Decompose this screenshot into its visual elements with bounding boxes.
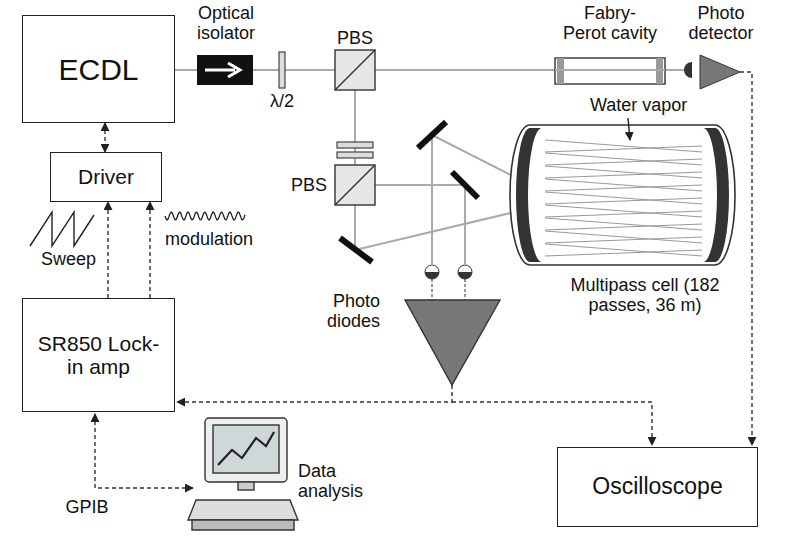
fabry-perot-cavity — [555, 58, 665, 84]
cell-rays — [545, 218, 702, 230]
signal-wire — [95, 414, 193, 488]
block-box: Driver — [50, 152, 162, 202]
cell-rays — [545, 224, 702, 230]
photo-detector — [684, 62, 692, 78]
part-label: PBS — [333, 29, 377, 49]
cell-rays — [545, 140, 702, 152]
cell-rays — [545, 159, 702, 165]
signal-wire — [95, 72, 752, 488]
computer — [192, 520, 294, 530]
multipass-cell — [516, 128, 542, 262]
polarizing-beam-splitter — [335, 50, 375, 90]
control-connector — [149, 202, 150, 298]
mirror — [418, 122, 446, 148]
photo-detector — [700, 55, 740, 89]
optical-isolator — [205, 63, 240, 77]
photo-diode — [458, 272, 472, 279]
part-label: Photo diodes — [300, 292, 380, 332]
computer — [218, 432, 274, 465]
signal-wire — [177, 385, 452, 402]
signal-wire — [740, 72, 752, 445]
photo-diode — [465, 279, 466, 300]
computer — [238, 482, 254, 490]
part-label: Sweep — [36, 250, 96, 270]
cell-rays — [545, 237, 702, 243]
photo-diode — [432, 279, 433, 300]
mirror — [452, 172, 478, 198]
cell-rays — [545, 244, 702, 256]
part-label: modulation — [165, 230, 265, 250]
computer — [205, 418, 287, 482]
computer — [188, 500, 298, 520]
sweep-waveform — [30, 212, 94, 246]
part-label: Water vapor — [590, 96, 700, 116]
part-label: Multipass cell (182 passes, 36 m) — [545, 276, 745, 316]
part-label: λ/2 — [262, 92, 302, 112]
multipass-cell — [703, 128, 729, 262]
photo-diode — [425, 272, 439, 279]
half-wave-plate — [279, 52, 285, 88]
optical-isolator — [197, 55, 253, 85]
photo-diode — [425, 265, 472, 300]
multipass-cell — [510, 125, 735, 265]
leader-line — [628, 118, 630, 140]
block-box: ECDL — [22, 15, 175, 123]
fabry-perot-cavity — [555, 58, 665, 84]
half-wave-plate — [337, 152, 373, 158]
photo-diode — [458, 265, 472, 279]
part-label: Optical isolator — [180, 4, 272, 44]
amplifier — [405, 300, 500, 385]
control-connector — [104, 123, 105, 152]
laser-beam — [375, 184, 465, 186]
block-label: SR850 Lock-in amp — [32, 332, 165, 378]
block-box: SR850 Lock-in amp — [22, 298, 175, 412]
amplifier — [405, 300, 500, 385]
part-label: Fabry-Perot cavity — [545, 4, 675, 44]
cell-rays — [545, 179, 702, 191]
modulation-waveform — [165, 212, 245, 220]
cell-rays — [545, 153, 702, 165]
polarizing-beam-splitter — [335, 50, 375, 205]
fabry-perot-cavity — [555, 69, 665, 71]
optical-isolator — [197, 55, 253, 85]
modulation-waveform — [165, 212, 245, 220]
cell-rays — [545, 185, 702, 191]
cell-rays — [545, 211, 702, 217]
part-label: Photo detector — [676, 4, 766, 44]
half-wave-plate — [337, 142, 373, 148]
computer — [213, 425, 279, 473]
sweep-waveform — [30, 212, 94, 246]
laser-beam — [431, 135, 433, 264]
block-label: Oscilloscope — [592, 474, 722, 499]
cell-rays — [545, 140, 702, 256]
polarizing-beam-splitter — [335, 50, 375, 90]
cell-rays — [545, 198, 702, 204]
block-box: Oscilloscope — [557, 447, 758, 527]
signal-wire — [452, 402, 652, 445]
multipass-cell — [510, 118, 735, 265]
polarizing-beam-splitter — [335, 165, 375, 205]
control-connector — [107, 202, 108, 298]
block-label: ECDL — [58, 53, 138, 86]
computer — [188, 418, 298, 530]
cell-rays — [545, 192, 702, 204]
mirror — [340, 238, 372, 262]
cell-rays — [545, 146, 702, 152]
part-label: Data analysis — [298, 462, 373, 502]
photo-detector — [684, 55, 740, 89]
cell-rays — [545, 166, 702, 178]
cell-rays — [545, 231, 702, 243]
cell-rays — [545, 205, 702, 217]
part-label: GPIB — [62, 498, 112, 518]
part-label: PBS — [286, 176, 332, 196]
cell-rays — [545, 250, 702, 256]
mirror — [340, 122, 478, 262]
cell-rays — [545, 172, 702, 178]
block-label: Driver — [78, 165, 134, 188]
photo-diode — [425, 265, 439, 279]
polarizing-beam-splitter — [335, 165, 375, 205]
